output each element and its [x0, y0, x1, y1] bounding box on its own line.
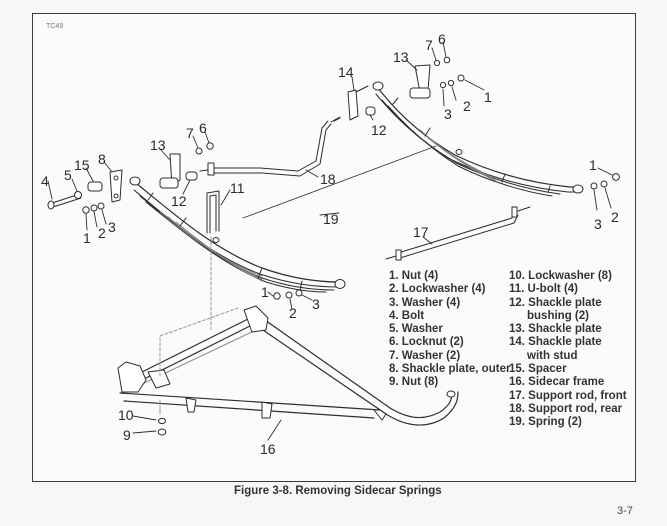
callout-10: 10	[118, 407, 134, 423]
callout-2-lower: 2	[289, 305, 297, 321]
right-end-hardware	[590, 173, 620, 190]
callout-12-left: 12	[171, 193, 187, 209]
parts-legend-right: 10. Lockwasher (8) 11. U-bolt (4) 12. Sh…	[509, 270, 627, 430]
leader-lines	[47, 41, 613, 441]
callout-18: 18	[320, 171, 336, 187]
callout-14: 14	[338, 64, 354, 80]
legend-item: 8. Shackle plate, outer	[389, 363, 511, 376]
callout-17: 17	[413, 224, 429, 240]
callout-8: 8	[98, 151, 106, 167]
spring-lower-left	[129, 176, 346, 293]
legend-item-continuation: bushing (2)	[527, 309, 589, 322]
legend-item: 4. Bolt	[389, 309, 425, 322]
legend-item: 13. Shackle plate	[509, 323, 602, 336]
callout-1-right: 1	[589, 157, 597, 173]
legend-item: 1. Nut (4)	[389, 270, 439, 282]
top-shackle-parts	[333, 56, 465, 122]
callout-numbers: 4 5 15 8 1 2 3 13 7 6 12 11 18 19 14 12 …	[41, 31, 619, 457]
left-shackle-parts	[47, 142, 214, 214]
callout-3-top: 3	[444, 106, 452, 122]
callout-1-left: 1	[83, 230, 91, 246]
support-rod-front	[385, 206, 531, 261]
legend-item: 6. Locknut (2)	[389, 336, 464, 349]
figure-caption: Figure 3-8. Removing Sidecar Springs	[234, 485, 442, 497]
callout-19: 19	[323, 211, 339, 227]
legend-item: 5. Washer	[389, 323, 443, 336]
figure-frame: TC49	[32, 13, 636, 482]
callout-4: 4	[41, 173, 49, 189]
callout-2-left: 2	[98, 225, 106, 241]
legend-item: 17. Support rod, front	[509, 389, 627, 402]
figure-id: TC49	[46, 23, 64, 30]
callout-7-top: 7	[425, 37, 433, 53]
callout-11: 11	[230, 180, 245, 196]
legend-item: 11. U-bolt (4)	[509, 283, 579, 296]
frame-hardware	[157, 417, 167, 436]
page-number: 3-7	[617, 505, 633, 517]
callout-3-lower: 3	[312, 296, 320, 312]
callout-2-right: 2	[611, 209, 619, 225]
callout-2-top: 2	[463, 98, 471, 114]
u-bolt	[206, 190, 220, 331]
callout-13-top: 13	[393, 49, 409, 65]
legend-item: 2. Lockwasher (4)	[389, 283, 486, 296]
callout-3-right: 3	[594, 216, 602, 232]
callout-13-left: 13	[150, 137, 166, 153]
legend-item: 12. Shackle plate	[509, 296, 602, 309]
callout-12-top: 12	[371, 122, 387, 138]
callout-15: 15	[74, 157, 90, 173]
legend-item: 3. Washer (4)	[389, 296, 461, 309]
parts-legend-left: 1. Nut (4) 2. Lockwasher (4) 3. Washer (…	[389, 270, 510, 390]
callout-6-top: 6	[438, 31, 446, 47]
legend-item: 15. Spacer	[509, 363, 567, 376]
callout-1-top: 1	[484, 89, 492, 105]
legend-item-continuation: with stud	[527, 349, 578, 362]
callout-9: 9	[123, 427, 131, 443]
legend-item: 10. Lockwasher (8)	[509, 270, 612, 282]
lower-spring-end-hardware	[273, 289, 303, 300]
callout-3-left: 3	[108, 219, 116, 235]
legend-item: 14. Shackle plate	[509, 336, 602, 349]
spring-upper-right	[372, 81, 584, 197]
callout-1-lower: 1	[261, 284, 269, 300]
support-rod-rear	[199, 116, 341, 177]
legend-item: 18. Support rod, rear	[509, 402, 623, 415]
legend-item: 19. Spring (2)	[509, 416, 582, 429]
callout-7-left: 7	[186, 125, 194, 141]
callout-6-left: 6	[199, 120, 207, 136]
legend-item: 16. Sidecar frame	[509, 376, 605, 389]
callout-5: 5	[64, 167, 72, 183]
callout-16: 16	[260, 441, 276, 457]
sidecar-frame	[117, 305, 459, 426]
legend-item: 9. Nut (8)	[389, 376, 439, 389]
legend-item: 7. Washer (2)	[389, 349, 461, 362]
